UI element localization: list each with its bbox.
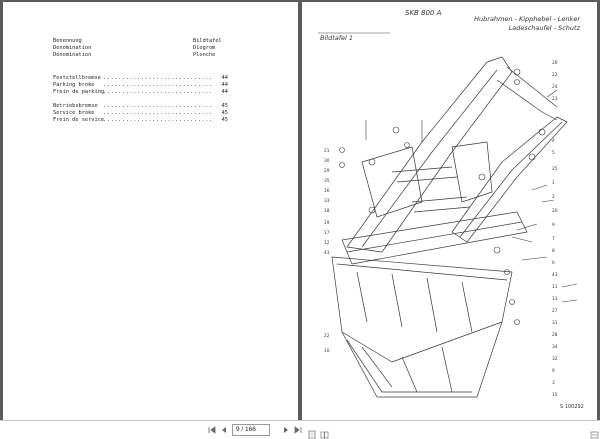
entry-term: Frein de parking <box>53 89 105 95</box>
callout: 9 <box>552 222 555 228</box>
entry-term: Betriebsbremse <box>53 103 98 109</box>
header-term: Denomination <box>53 45 92 51</box>
last-page-icon[interactable] <box>294 426 302 434</box>
entry-term: Parking broke <box>53 82 95 88</box>
index-entry: Parking broke ..........................… <box>53 82 228 89</box>
header-value: Plonche <box>193 52 216 58</box>
entry-page: 45 <box>221 117 228 123</box>
entry-leader: ................................ <box>103 75 213 81</box>
entry-leader: ................................ <box>103 103 213 109</box>
entry-term: Feststellbremse <box>53 75 101 81</box>
entry-leader: ................................ <box>103 110 213 116</box>
callout: 8 <box>552 248 555 254</box>
callouts-right: 26 22 24 23 4 5 25 1 2 20 9 7 8 6 43 11 … <box>552 60 558 398</box>
callouts-left: 21 30 29 35 16 33 18 19 17 12 43 22 10 <box>324 148 330 354</box>
entry-leader: ................................ <box>103 89 213 95</box>
index-entry: Service broke ..........................… <box>53 110 228 117</box>
header-term: Benennung <box>53 38 82 44</box>
callout: 10 <box>324 348 330 354</box>
callout: 25 <box>552 166 558 172</box>
callout: 12 <box>324 240 330 246</box>
callout: 20 <box>552 208 558 214</box>
single-page-icon[interactable] <box>308 425 317 439</box>
callout: 23 <box>552 96 558 102</box>
entry-page: 45 <box>221 103 228 109</box>
callout: 28 <box>552 332 558 338</box>
index-entry: Betriebsbremse .........................… <box>53 103 228 110</box>
callout: 11 <box>552 284 558 290</box>
header-value: Bildtafel <box>193 38 222 44</box>
callout: 1 <box>552 180 555 186</box>
viewer-toolbar: 9 / 166 <box>0 420 600 439</box>
header-row: Benennung Bildtafel <box>53 38 228 45</box>
callout: 4 <box>552 138 555 144</box>
callout: 30 <box>324 158 330 164</box>
callout: 33 <box>324 198 330 204</box>
right-page: SKB 800 A Hubrahmen - Kipphebel - Lenker… <box>302 2 597 420</box>
entry-term: Service broke <box>53 110 95 116</box>
callout: 24 <box>552 84 558 90</box>
two-page-icon[interactable] <box>320 425 329 439</box>
callout: 22 <box>552 72 558 78</box>
entry-page: 44 <box>221 89 228 95</box>
callout: 5 <box>552 150 555 156</box>
callout: 15 <box>552 392 558 398</box>
entry-page: 44 <box>221 82 228 88</box>
drawing-number: S 100292 <box>560 404 584 410</box>
entry-page: 44 <box>221 75 228 81</box>
callout: 22 <box>324 333 330 339</box>
header-row: Dénomination Plonche <box>53 52 228 59</box>
header-term: Dénomination <box>53 52 92 58</box>
next-page-icon[interactable] <box>282 426 290 434</box>
callout: 18 <box>324 208 330 214</box>
fit-width-icon[interactable] <box>590 425 599 439</box>
callout: 2 <box>552 194 555 200</box>
entry-leader: ................................ <box>103 117 213 123</box>
first-page-icon[interactable] <box>208 426 216 434</box>
index-entry: Frein de parking .......................… <box>53 89 228 96</box>
callout: 26 <box>552 60 558 66</box>
entry-leader: ................................ <box>103 82 213 88</box>
callout: 21 <box>324 148 330 154</box>
index-entry: Frein de service .......................… <box>53 117 228 124</box>
callout: 34 <box>552 344 558 350</box>
callout: 19 <box>324 220 330 226</box>
document-viewer: Benennung Bildtafel Denomination Diogrom… <box>3 2 597 420</box>
previous-page-icon[interactable] <box>220 426 228 434</box>
index-entry: Feststellbremse ........................… <box>53 75 228 82</box>
callout: 43 <box>552 272 558 278</box>
callout: 35 <box>324 178 330 184</box>
callout: 29 <box>324 168 330 174</box>
exploded-parts-drawing: SKB 800 A Hubrahmen - Kipphebel - Lenker… <box>318 9 584 410</box>
callout: 32 <box>552 356 558 362</box>
callout: 3 <box>552 380 555 386</box>
callout: 13 <box>552 296 558 302</box>
callout: 43 <box>324 250 330 256</box>
header-value: Diogrom <box>193 45 216 51</box>
callout: 17 <box>324 230 330 236</box>
callout: 27 <box>552 308 558 314</box>
entry-term: Frein de service <box>53 117 105 123</box>
entry-page: 45 <box>221 110 228 116</box>
callout: 6 <box>552 260 555 266</box>
callout: 16 <box>324 188 330 194</box>
plate-title: Bildtafel 1 <box>320 34 353 42</box>
caption-line-1: Hubrahmen - Kipphebel - Lenker <box>474 15 581 23</box>
left-page: Benennung Bildtafel Denomination Diogrom… <box>3 2 298 420</box>
callout: 31 <box>552 320 558 326</box>
callout: 9 <box>552 368 555 374</box>
model-label: SKB 800 A <box>405 9 442 17</box>
callout: 7 <box>552 236 555 242</box>
page-number-input[interactable]: 9 / 166 <box>232 424 270 436</box>
header-row: Denomination Diogrom <box>53 45 228 52</box>
caption-line-2: Ladeschaufel - Schutz <box>509 24 581 32</box>
